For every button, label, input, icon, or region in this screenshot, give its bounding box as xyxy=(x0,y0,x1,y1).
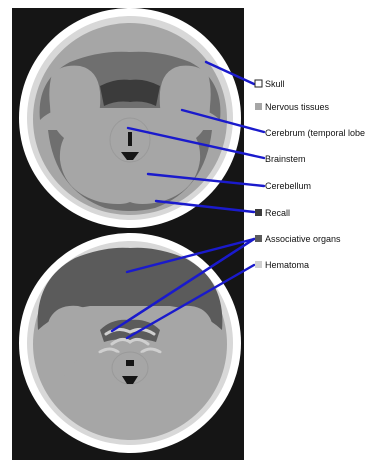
legend-label-temporal-lobe: Cerebrum (temporal lobe xyxy=(265,128,365,138)
legend: Skull Nervous tissues Cerebrum (temporal… xyxy=(255,79,365,270)
legend-label-skull: Skull xyxy=(265,79,285,89)
legend-swatch-nervous-tissues xyxy=(255,103,262,110)
legend-label-nervous-tissues: Nervous tissues xyxy=(265,102,330,112)
legend-label-brainstem: Brainstem xyxy=(265,154,306,164)
legend-swatch-associative-organs xyxy=(255,235,262,242)
legend-swatch-recall xyxy=(255,209,262,216)
legend-label-associative-organs: Associative organs xyxy=(265,234,341,244)
scan-slice-bottom xyxy=(19,233,241,453)
legend-swatch-hematoma xyxy=(255,261,262,268)
bottom-aqueduct xyxy=(126,360,134,366)
legend-label-recall: Recall xyxy=(265,208,290,218)
legend-label-hematoma: Hematoma xyxy=(265,260,309,270)
legend-label-cerebellum: Cerebellum xyxy=(265,181,311,191)
legend-swatch-skull xyxy=(255,80,262,87)
top-aqueduct xyxy=(128,132,132,146)
